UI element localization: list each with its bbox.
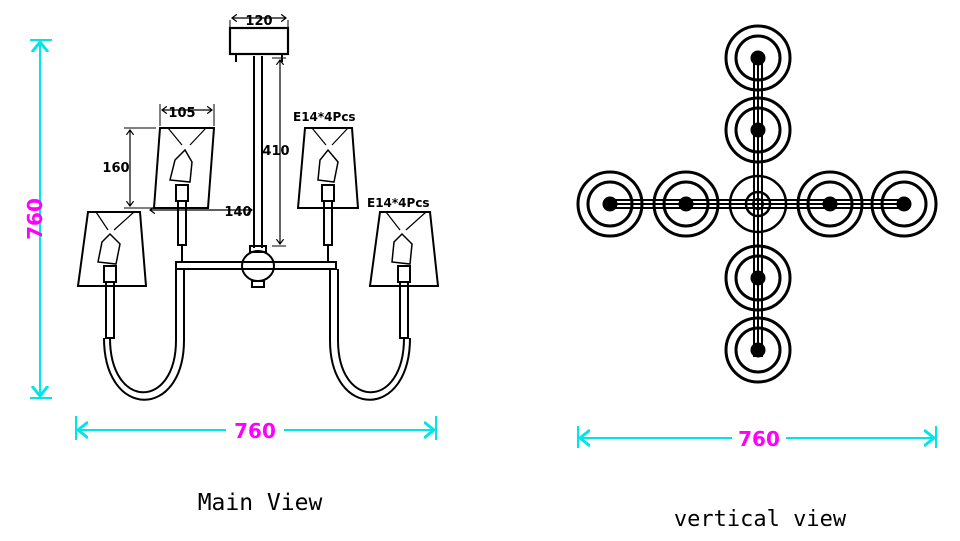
overall-height-label: 760 [23,198,47,240]
vertical-width-label: 760 [738,427,780,451]
main-view [76,18,440,401]
shade-width-label: 105 [168,106,195,121]
canopy [228,26,290,56]
main-width-dimension [75,416,437,440]
lower-left-lamp [76,211,185,401]
overall-height-dimension [30,39,52,399]
center-ball [241,250,275,282]
arm-spacing-label: 140 [224,205,251,220]
upper-arm-bar [175,261,337,270]
canopy-width-label: 120 [245,14,272,29]
main-width-label: 760 [234,419,276,443]
shade-height-label: 160 [102,161,129,176]
bulb-spec-upper-label: E14*4Pcs [293,110,356,124]
vertical-view [576,24,938,384]
main-view-title: Main View [198,490,323,516]
rod-length-label: 410 [262,144,289,159]
upper-right-lamp [296,127,360,262]
vertical-view-title: vertical view [674,507,847,532]
vertical-width-dimension [577,426,937,448]
upper-left-lamp [152,127,216,262]
lower-right-lamp [329,211,440,401]
bulb-spec-lower-label: E14*4Pcs [367,196,430,210]
